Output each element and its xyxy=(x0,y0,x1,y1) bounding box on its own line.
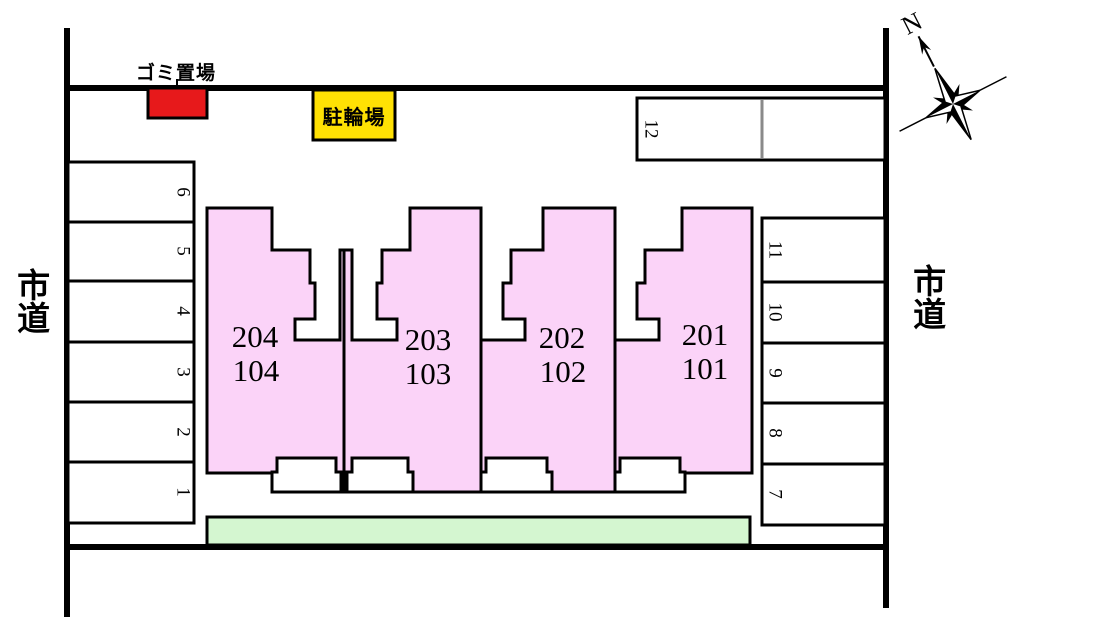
top-boundary-line xyxy=(64,85,889,91)
parking-number-12: 12 xyxy=(641,120,662,139)
parking-number: 2 xyxy=(173,427,194,437)
road-label-left: 市道 xyxy=(11,268,48,334)
porch-unit-203 xyxy=(345,456,415,494)
unit-204-label-upper: 204 xyxy=(232,319,279,354)
road-label-right: 市道 xyxy=(907,264,944,330)
parking-number: 7 xyxy=(765,489,786,499)
unit-201-label-upper: 201 xyxy=(682,317,729,352)
parking-number: 9 xyxy=(765,368,786,378)
bottom-boundary-line xyxy=(64,544,889,550)
parking-number: 5 xyxy=(173,246,194,256)
garbage-area-label: ゴミ置場 xyxy=(136,63,217,84)
building-unit-202 xyxy=(479,206,617,494)
green-planting-strip xyxy=(205,515,752,547)
bicycle-parking-label: 駐輪場 xyxy=(322,106,386,129)
parking-space-right-9 xyxy=(760,341,887,405)
parking-space-right-7 xyxy=(760,462,887,527)
parking-space-right-11 xyxy=(760,216,887,284)
porch-unit-201 xyxy=(613,456,687,494)
parking-space-left-4 xyxy=(66,279,196,344)
parking-number: 3 xyxy=(173,367,194,377)
parking-space-left-3 xyxy=(66,340,196,404)
unit-202-label-lower: 102 xyxy=(540,354,587,389)
unit-203-label-lower: 103 xyxy=(405,356,452,391)
north-label: N xyxy=(897,6,927,40)
parking-number: 10 xyxy=(765,303,786,322)
unit-202-label-upper: 202 xyxy=(539,320,586,355)
unit-201-label-lower: 101 xyxy=(682,351,729,386)
garbage-box xyxy=(146,86,209,120)
bicycle-parking-box xyxy=(311,88,397,142)
parking-space-left-6 xyxy=(66,160,196,224)
unit-204-label-lower: 104 xyxy=(233,353,280,388)
parking-number: 6 xyxy=(173,187,194,197)
north-arrowhead-icon xyxy=(918,36,932,55)
unit-203-label-upper: 203 xyxy=(405,322,452,357)
parking-space-right-10 xyxy=(760,280,887,345)
parking-space-left-2 xyxy=(66,400,196,464)
parking-space-left-5 xyxy=(66,220,196,283)
parking-number: 8 xyxy=(765,428,786,438)
parking-number: 1 xyxy=(173,487,194,497)
parking-number: 11 xyxy=(765,241,786,259)
parking-number: 4 xyxy=(173,306,194,316)
porch-unit-204 xyxy=(270,456,343,494)
compass-main-star xyxy=(925,67,981,141)
parking-space-left-1 xyxy=(66,460,196,525)
porch-unit-202 xyxy=(479,456,554,494)
